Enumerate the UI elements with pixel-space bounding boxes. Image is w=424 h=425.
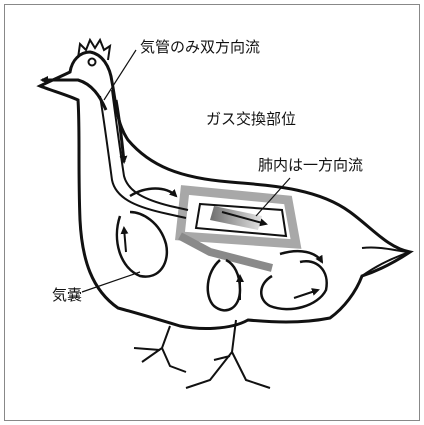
lung-flow-label: 肺内は一方向流 xyxy=(258,156,363,174)
front-sac-upper xyxy=(129,187,178,198)
inhale-arrow-icon xyxy=(114,99,128,164)
bird-comb xyxy=(77,37,112,61)
bird-body xyxy=(36,50,414,330)
rear-air-sac-1 xyxy=(206,258,242,312)
lung-connector xyxy=(178,232,273,272)
trachea-pointer xyxy=(103,49,137,101)
lung-band xyxy=(175,185,302,249)
bird-eye xyxy=(87,57,97,67)
trachea-label: 気管のみ双方向流 xyxy=(140,38,260,56)
rear-sac-2-arrow-icon xyxy=(293,288,320,299)
front-sac-arrow-icon xyxy=(120,226,129,253)
rear-sac-upper xyxy=(279,250,324,264)
air-sac-label: 気嚢 xyxy=(52,286,82,304)
lung-flow-pointer xyxy=(255,177,291,217)
frame-border xyxy=(4,4,420,421)
lung-inner xyxy=(194,202,288,238)
bird-legs xyxy=(133,319,271,389)
one-way-flow-arrow xyxy=(221,211,268,227)
one-way-flow-streak xyxy=(210,206,262,230)
rear-air-sac-2 xyxy=(260,259,328,311)
trachea-inner xyxy=(111,89,189,211)
air-sac-pointer xyxy=(81,271,141,293)
front-air-sac xyxy=(115,210,169,278)
bird-tail xyxy=(361,246,411,277)
trachea-outer xyxy=(99,95,187,219)
gas-exchange-label: ガス交換部位 xyxy=(206,110,296,128)
exhale-arrow-icon xyxy=(40,76,108,111)
